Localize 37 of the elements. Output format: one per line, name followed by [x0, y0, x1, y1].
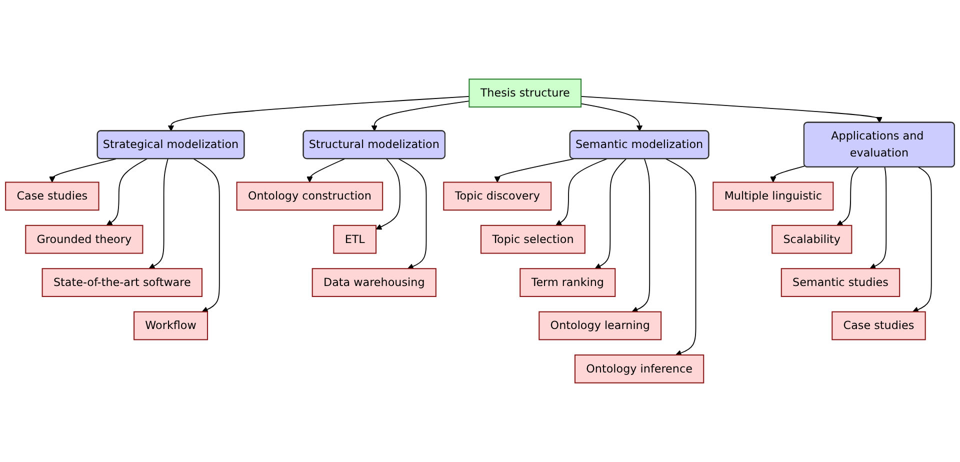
arrow — [49, 158, 116, 183]
node-box: Multiple linguistic — [712, 182, 834, 211]
node-box: Term ranking — [520, 268, 616, 297]
arrow — [556, 158, 608, 226]
node-box: Thesis structure — [468, 78, 582, 108]
node-box: Ontology inference — [574, 354, 704, 384]
arrow — [494, 158, 574, 183]
arrow — [148, 158, 168, 269]
arrow — [770, 166, 806, 183]
arrow — [912, 166, 932, 313]
node-box: Workflow — [134, 311, 208, 340]
node-box: Case studies — [832, 311, 926, 340]
arrow — [836, 166, 859, 226]
arrow — [376, 158, 400, 230]
arrow — [398, 158, 427, 270]
node-box: Ontology learning — [538, 311, 662, 340]
arrow — [632, 158, 650, 312]
node-box: Scalability — [772, 224, 852, 254]
node-box: Ontology construction — [236, 182, 384, 211]
arrow — [594, 158, 627, 269]
node-box: Case studies — [5, 182, 100, 211]
node-box: ETL — [333, 224, 377, 254]
arrow — [870, 166, 887, 270]
arrow — [306, 158, 345, 183]
arrow — [665, 158, 696, 356]
arrow — [193, 158, 220, 312]
arrow — [371, 100, 470, 132]
node-box: Grounded theory — [25, 224, 144, 254]
node-box: Topic selection — [480, 224, 586, 254]
node-box: Data warehousing — [312, 268, 436, 297]
node-box: Semantic studies — [780, 268, 900, 297]
arrow — [580, 103, 643, 132]
arrow — [168, 96, 470, 132]
arrow — [106, 158, 148, 226]
arrow — [580, 96, 882, 123]
node-box: Topic discovery — [443, 182, 552, 211]
node-box: State-of-the-art software — [42, 268, 202, 297]
